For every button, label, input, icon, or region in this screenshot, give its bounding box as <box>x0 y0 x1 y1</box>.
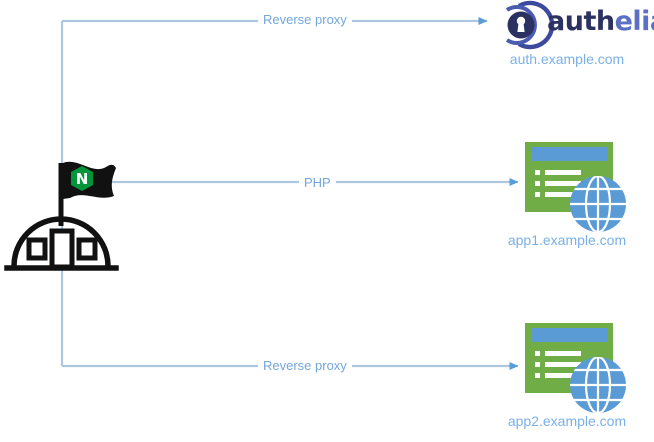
node-app2[interactable] <box>525 323 626 413</box>
authelia-wordmark-suffix: elia <box>614 6 654 37</box>
authelia-wordmark-prefix: auth <box>547 6 615 37</box>
app2-window-titlebar <box>531 328 607 342</box>
app2-window-list-icon <box>535 351 581 378</box>
nginx-hexagon-letter: N <box>76 170 89 188</box>
nginx-fort-windows <box>26 237 98 261</box>
edge-label-reverse-proxy-auth: Reverse proxy <box>258 12 352 27</box>
host-label-app1: app1.example.com <box>507 232 627 248</box>
app1-window-titlebar <box>531 147 607 161</box>
app1-globe-icon <box>570 176 626 232</box>
connector-edges <box>60 17 519 370</box>
app2-globe-icon <box>570 357 626 413</box>
authelia-keyhole-icon <box>505 0 555 50</box>
authelia-wordmark: authelia <box>547 7 654 37</box>
node-nginx-proxy[interactable]: N <box>4 161 119 271</box>
node-app1[interactable] <box>525 142 626 232</box>
edge-label-php: PHP <box>299 175 336 190</box>
nginx-fort-door <box>49 228 75 270</box>
edge-label-reverse-proxy-app2: Reverse proxy <box>258 358 352 373</box>
host-label-auth: auth.example.com <box>509 51 625 67</box>
app1-window-list-icon <box>535 170 581 197</box>
nginx-hexagon-icon <box>71 166 93 191</box>
host-label-app2: app2.example.com <box>507 413 627 429</box>
